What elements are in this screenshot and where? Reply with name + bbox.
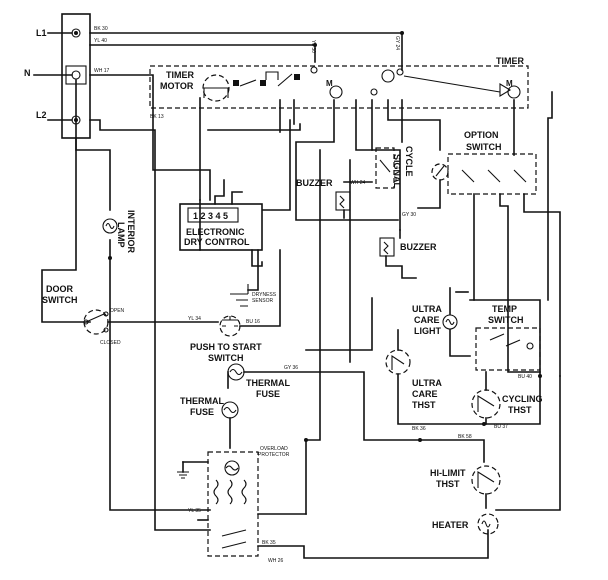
wire-bk30-top: BK 30 [94, 26, 108, 32]
wire-bk13: BK 13 [150, 114, 164, 120]
edc-terminals: 1 2 3 4 5 [193, 211, 228, 221]
wire-yl40: YL 40 [94, 38, 107, 44]
timer-terminal-m1: M [326, 79, 333, 88]
temp-switch-label-1: TEMP [492, 304, 517, 314]
wire-wh17: WH 17 [94, 68, 110, 74]
wire-bk35: BK 35 [262, 540, 276, 546]
thermal-fuse-left-label-2: FUSE [190, 407, 214, 417]
edc-label-2: DRY CONTROL [184, 237, 250, 247]
timer-terminal-m2: M [506, 79, 513, 88]
wire-yl34: YL 34 [188, 316, 201, 322]
l1-label: L1 [36, 28, 47, 38]
hilimit-thermostat [471, 465, 501, 495]
timer-motor [202, 74, 230, 102]
ultra-care-thst-label-3: THST [412, 400, 436, 410]
push-to-start-switch [219, 315, 241, 337]
overload-label-1: OVERLOAD [260, 446, 288, 452]
wire-gy24: GY 24 [394, 36, 400, 50]
option-switch-contacts [431, 163, 527, 183]
door-switch [83, 309, 109, 335]
overload-label-2: PROTECTOR [258, 452, 290, 458]
hilimit-thst-label-1: HI-LIMIT [430, 468, 466, 478]
n-label: N [24, 68, 31, 78]
ultra-care-light [442, 314, 458, 330]
interior-lamp [102, 218, 118, 234]
wire-bu16: BU 16 [246, 319, 260, 325]
buzzer-right [379, 237, 395, 257]
dryness-sensor-label-1: DRYNESS [252, 292, 277, 298]
push-to-start-label-1: PUSH TO START [190, 342, 262, 352]
timer-motor-label-1: TIMER [166, 70, 194, 80]
door-closed-label: CLOSED [100, 340, 121, 346]
wire-bu37: BU 37 [494, 424, 508, 430]
buzzer-left-label: BUZZER [296, 178, 333, 188]
junction-dots [74, 31, 542, 442]
drive-motor [213, 460, 247, 549]
timer-outline [149, 65, 529, 109]
cycle-signal-label-2: SIGNAL [392, 154, 402, 189]
dryness-sensor [230, 284, 249, 307]
hilimit-thst-label-2: THST [436, 479, 460, 489]
ultra-care-thst-label-1: ULTRA [412, 378, 442, 388]
heater [477, 513, 499, 535]
option-switch-label-2: SWITCH [466, 142, 502, 152]
thermal-fuse-right-label-1: THERMAL [246, 378, 290, 388]
wire-bk36: BK 36 [412, 426, 426, 432]
ultra-care-light-label-1: ULTRA [412, 304, 442, 314]
ultra-care-thermostat [385, 349, 411, 375]
interior-lamp-label-1: INTERIOR [126, 210, 136, 254]
wire-yl35: YL 35 [188, 508, 201, 514]
cycle-signal-label-1: CYCLE [404, 146, 414, 177]
timer-motor-label-2: MOTOR [160, 81, 194, 91]
wire-bu40: BU 40 [518, 374, 532, 380]
electronic-dry-control [179, 203, 263, 251]
thermal-fuse-right [227, 363, 245, 381]
heater-label: HEATER [432, 520, 469, 530]
thermal-fuse-right-label-2: FUSE [256, 389, 280, 399]
thermal-fuse-left [221, 401, 239, 419]
wire-wh26: WH 26 [268, 558, 284, 564]
edc-label-1: ELECTRONIC [186, 227, 245, 237]
push-to-start-label-2: SWITCH [208, 353, 244, 363]
l2-label: L2 [36, 110, 47, 120]
overload-protector [207, 451, 259, 557]
buzzer-right-label: BUZZER [400, 242, 437, 252]
dryness-sensor-label-2: SENSOR [252, 298, 274, 304]
wire-yl30: YL 30 [310, 40, 316, 53]
door-switch-label-1: DOOR [46, 284, 74, 294]
cycling-thermostat [471, 389, 501, 419]
wire-gy30: GY 30 [402, 212, 416, 218]
interior-lamp-label-2: LAMP [116, 222, 126, 248]
cycling-thst-label-2: THST [508, 405, 532, 415]
temp-switch-contacts [489, 333, 534, 350]
cycle-signal [375, 147, 395, 189]
door-open-label: OPEN [110, 308, 125, 314]
wire-wh24: WH 24 [350, 180, 366, 186]
temp-switch-label-2: SWITCH [488, 315, 524, 325]
wire-gy36: GY 36 [284, 365, 298, 371]
ultra-care-light-label-3: LIGHT [414, 326, 441, 336]
option-switch-label-1: OPTION [464, 130, 499, 140]
wire-bk58: BK 58 [458, 434, 472, 440]
cycling-thst-label-1: CYCLING [502, 394, 543, 404]
timer-label: TIMER [496, 56, 524, 66]
buzzer-left [335, 191, 351, 211]
thermal-fuse-left-label-1: THERMAL [180, 396, 224, 406]
timer-contacts [233, 66, 521, 99]
ultra-care-thst-label-2: CARE [412, 389, 438, 399]
door-switch-label-2: SWITCH [42, 295, 78, 305]
ultra-care-light-label-2: CARE [414, 315, 440, 325]
